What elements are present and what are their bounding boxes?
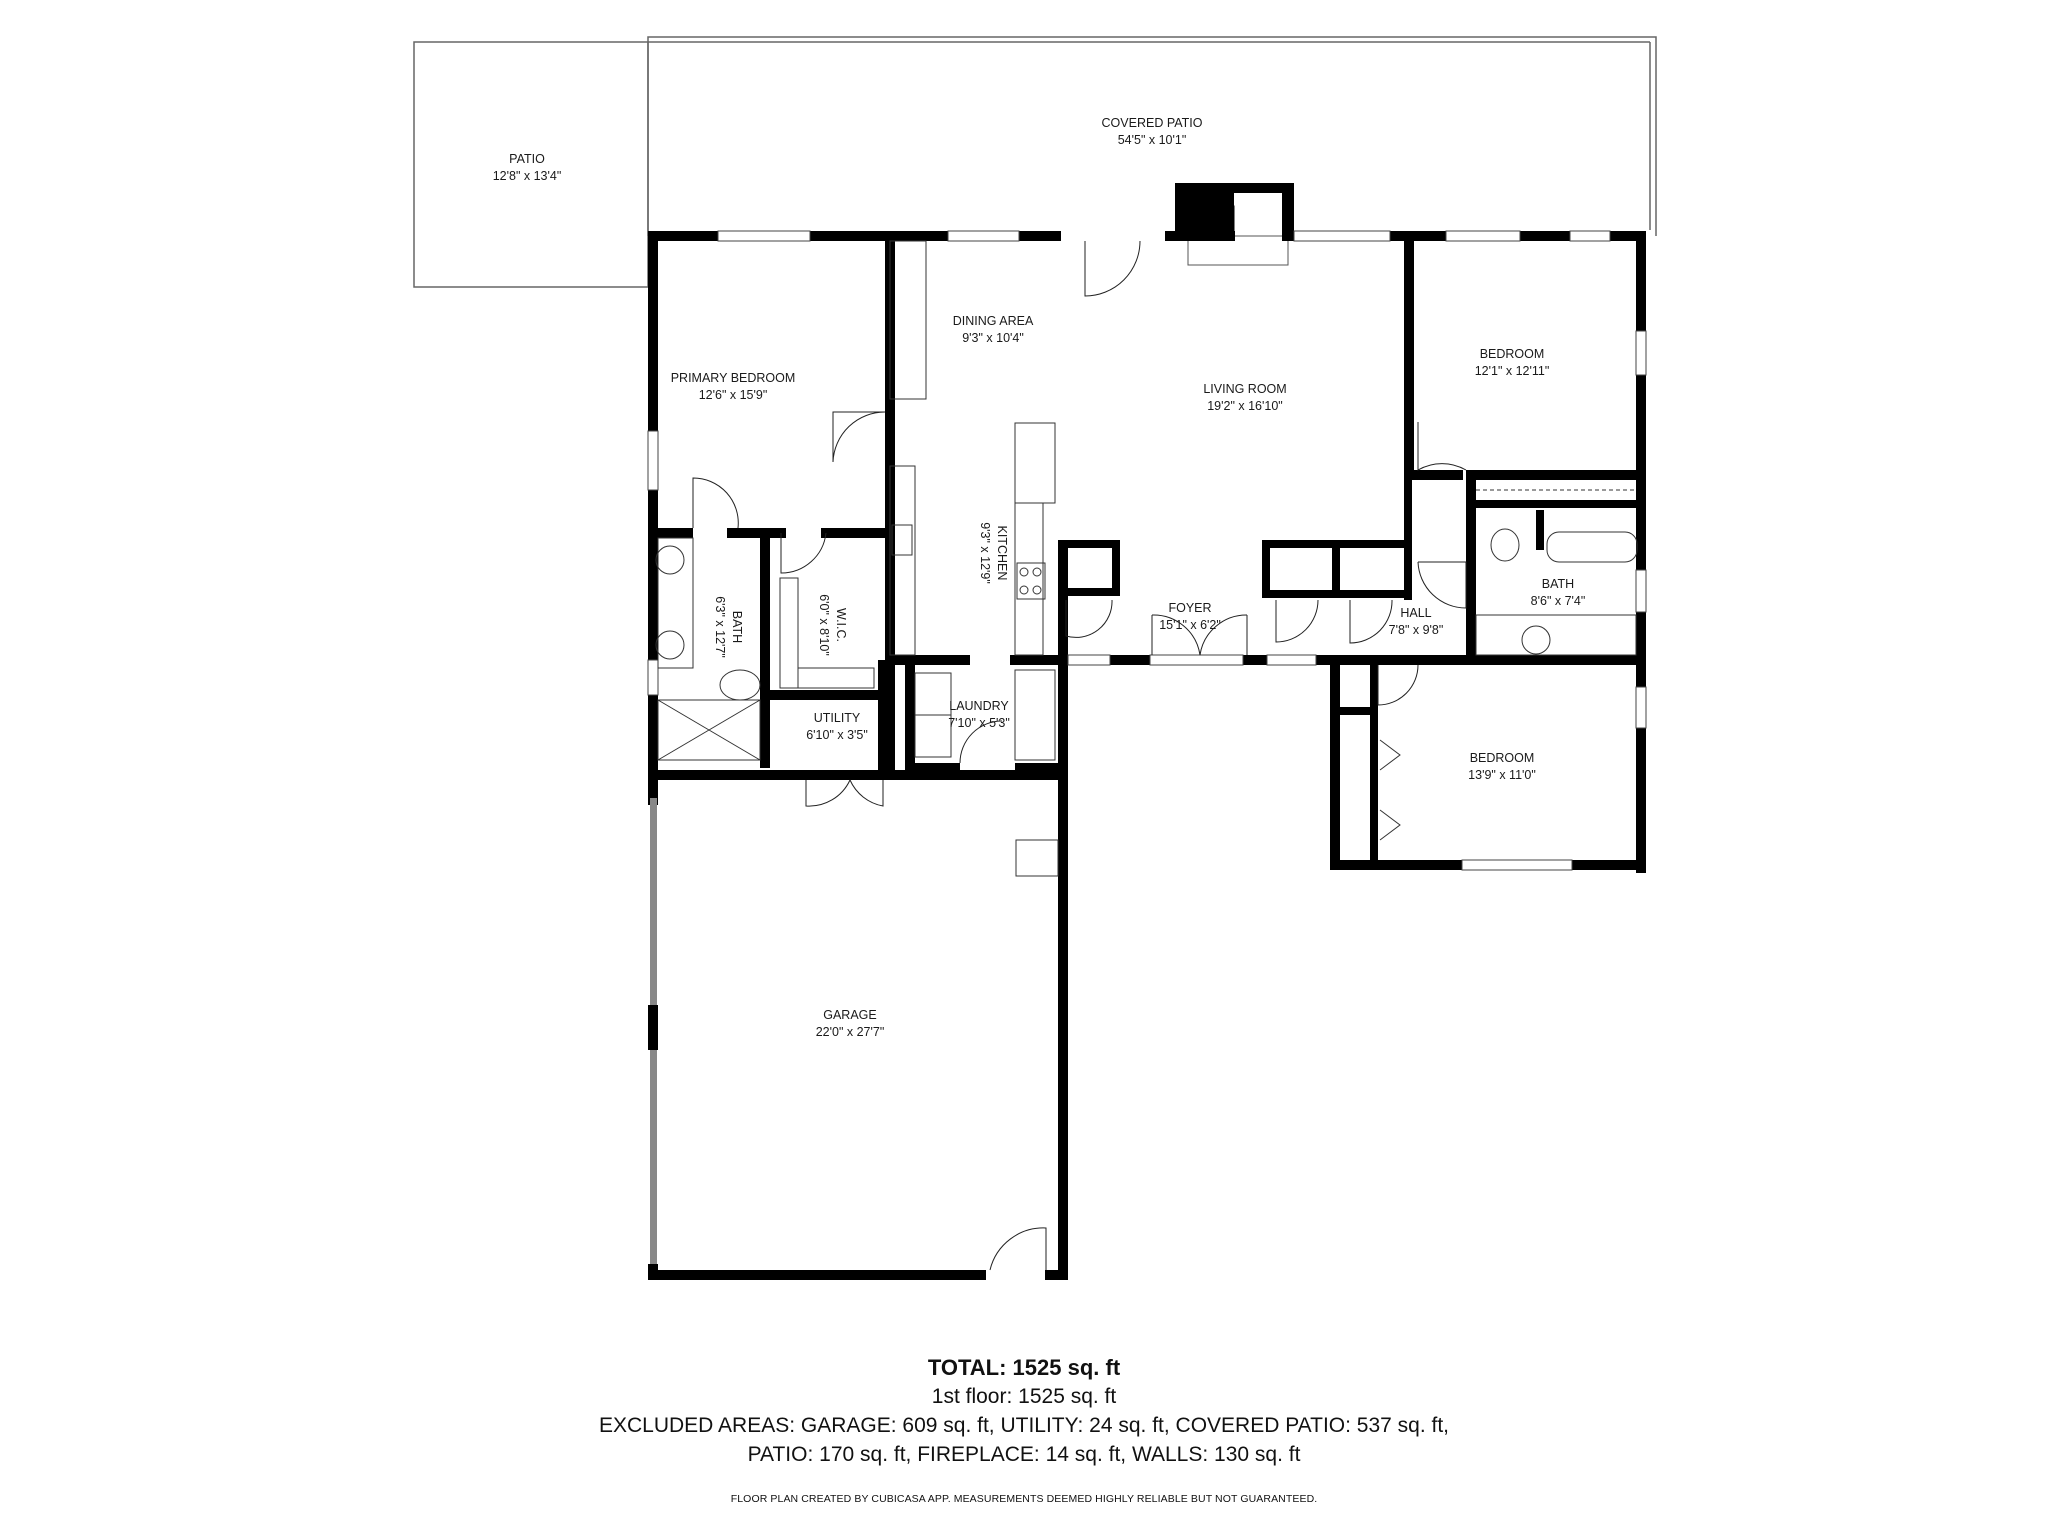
room-label-bath-2: BATH 8'6" x 7'4" — [1530, 577, 1586, 608]
room-label-primary-bedroom: PRIMARY BEDROOM 12'6" x 15'9" — [670, 371, 796, 402]
room-label-laundry: LAUNDRY 7'10" x 5'3" — [948, 699, 1010, 730]
room-label-covered-patio: COVERED PATIO 54'5" x 10'1" — [1101, 116, 1203, 147]
room-label-kitchen: KITCHEN 9'3" x 12'9" — [978, 522, 1009, 584]
room-label-bedroom-1: BEDROOM 12'1" x 12'11" — [1474, 347, 1550, 378]
garage-door — [650, 798, 657, 1264]
room-label-living-room: LIVING ROOM 19'2" x 16'10" — [1203, 382, 1287, 413]
excluded-areas-line-2: PATIO: 170 sq. ft, FIREPLACE: 14 sq. ft,… — [747, 1443, 1301, 1466]
room-label-garage: GARAGE 22'0" x 27'7" — [815, 1008, 885, 1039]
room-label-dining-area: DINING AREA 9'3" x 10'4" — [952, 314, 1034, 345]
disclaimer: FLOOR PLAN CREATED BY CUBICASA APP. MEAS… — [730, 1493, 1318, 1505]
total-area: TOTAL: 1525 sq. ft — [927, 1355, 1121, 1380]
room-label-hall: HALL 7'8" x 9'8" — [1388, 606, 1444, 637]
room-label-patio: PATIO 12'8" x 13'4" — [492, 152, 562, 183]
room-label-wic: W.I.C. 6'0" x 8'10" — [817, 594, 848, 656]
walls — [648, 183, 1646, 1280]
excluded-areas-line-1: EXCLUDED AREAS: GARAGE: 609 sq. ft, UTIL… — [598, 1414, 1450, 1437]
windows — [647, 230, 1647, 871]
room-label-foyer: FOYER 15'1" x 6'2" — [1159, 601, 1221, 632]
room-label-utility: UTILITY 6'10" x 3'5" — [806, 711, 868, 742]
fireplace — [1178, 183, 1289, 266]
room-label-primary-bath: BATH 6'3" x 12'7" — [713, 596, 744, 658]
room-label-bedroom-2: BEDROOM 13'9" x 11'0" — [1468, 751, 1536, 782]
door-swings — [692, 240, 1467, 1271]
covered-patio-outline — [647, 36, 1657, 236]
fixtures — [655, 240, 1638, 877]
floor-area: 1st floor: 1525 sq. ft — [931, 1385, 1117, 1408]
